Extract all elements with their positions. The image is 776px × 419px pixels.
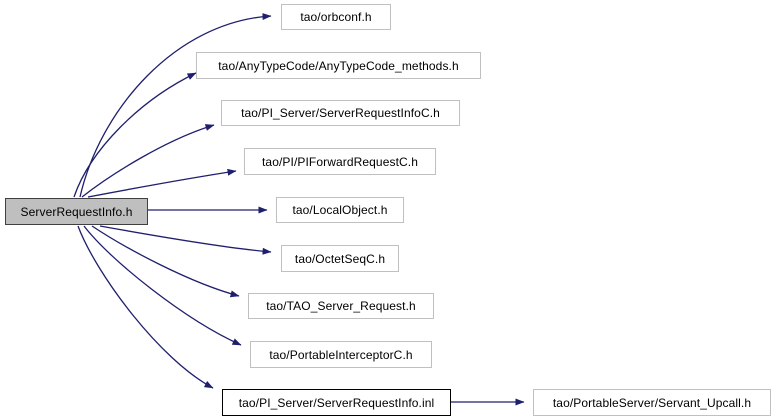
node-serverrequestinfoinl[interactable]: tao/PI_Server/ServerRequestInfo.inl [222, 389, 451, 416]
edge-root-to-octetseqc [99, 225, 272, 255]
node-servantupcall[interactable]: tao/PortableServer/Servant_Upcall.h [533, 389, 771, 416]
node-label: tao/PortableInterceptorC.h [269, 347, 413, 362]
edge-root-to-serverrequestinfoinl [77, 225, 214, 389]
node-label: tao/orbconf.h [300, 10, 372, 24]
node-label: tao/PI_Server/ServerRequestInfo.inl [238, 395, 435, 410]
node-octetseqc[interactable]: tao/OctetSeqC.h [281, 245, 399, 272]
node-portableinterceptorc[interactable]: tao/PortableInterceptorC.h [250, 341, 432, 368]
node-label: tao/LocalObject.h [292, 203, 388, 217]
edge-root-to-portableinterceptorc [83, 225, 242, 346]
node-label: tao/OctetSeqC.h [294, 251, 386, 266]
node-label: ServerRequestInfo.h [20, 204, 133, 219]
node-orbconf[interactable]: tao/orbconf.h [281, 4, 391, 30]
edge-root-to-taoserverrequest [91, 225, 240, 298]
node-label: tao/AnyTypeCode/AnyTypeCode_methods.h [218, 58, 459, 73]
node-label: tao/PortableServer/Servant_Upcall.h [552, 395, 752, 410]
node-root[interactable]: ServerRequestInfo.h [5, 198, 148, 225]
node-taoserverrequest[interactable]: tao/TAO_Server_Request.h [248, 293, 434, 319]
node-label: tao/PI_Server/ServerRequestInfoC.h [241, 106, 440, 120]
node-piforwardrequestc[interactable]: tao/PI/PIForwardRequestC.h [244, 148, 436, 175]
edge-root-to-serverrequestinfoc [81, 124, 215, 198]
node-label: tao/PI/PIForwardRequestC.h [261, 154, 418, 169]
node-localobject[interactable]: tao/LocalObject.h [276, 197, 404, 223]
edge-root-to-anytypecode [73, 72, 197, 198]
edge-root-to-piforwardrequestc [87, 168, 237, 198]
node-serverrequestinfoc[interactable]: tao/PI_Server/ServerRequestInfoC.h [221, 100, 460, 126]
node-label: tao/TAO_Server_Request.h [266, 299, 416, 313]
node-anytypecode[interactable]: tao/AnyTypeCode/AnyTypeCode_methods.h [196, 52, 481, 79]
